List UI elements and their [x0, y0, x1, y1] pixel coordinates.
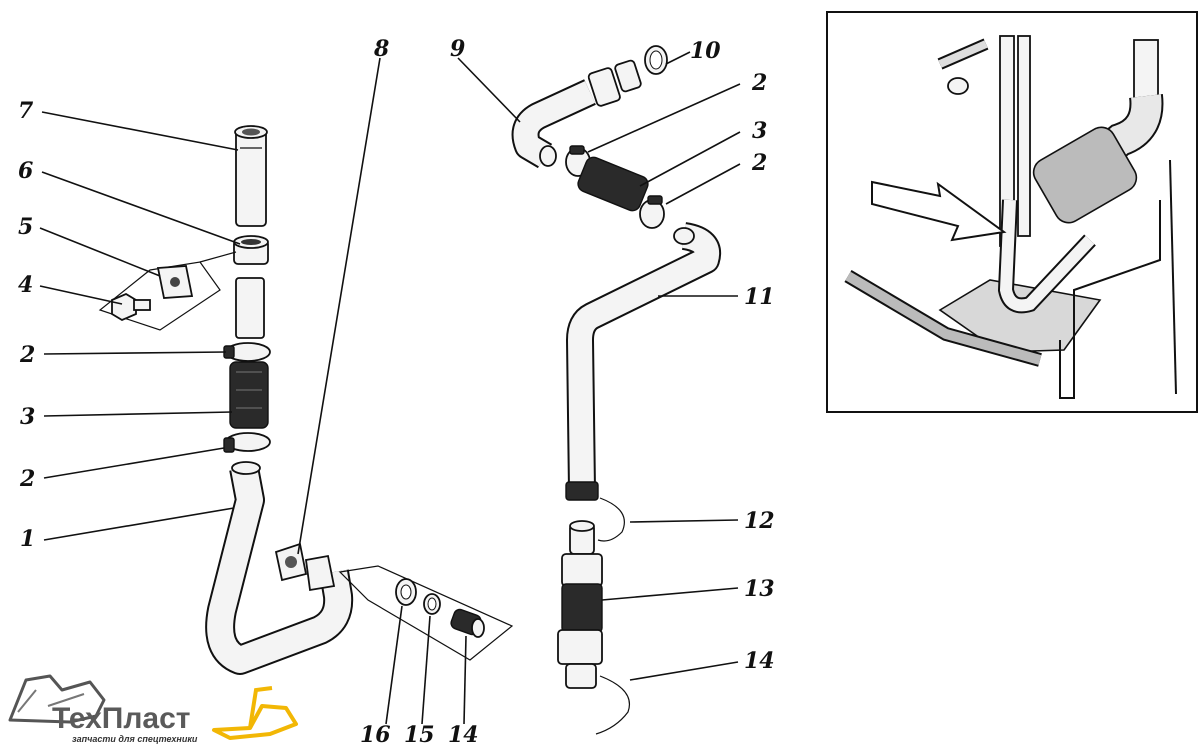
callout-16: 16: [360, 722, 391, 748]
part-4-bolt: [111, 292, 151, 322]
part-10-ring: [644, 45, 668, 75]
callout-2-right-upper: 2: [751, 70, 767, 96]
callout-8: 8: [373, 36, 389, 62]
callout-1: 1: [20, 526, 35, 552]
callout-3-left: 3: [20, 404, 35, 430]
part-13-hose: [557, 520, 603, 689]
callout-14-right: 14: [744, 648, 775, 674]
excavator-icon: [8, 674, 106, 724]
part-3-hose: [229, 361, 269, 429]
callout-13: 13: [744, 576, 775, 602]
callout-6: 6: [18, 158, 33, 184]
part-6-sleeve: [233, 235, 269, 265]
callout-2-left-lower: 2: [19, 466, 35, 492]
part-2-clamp-right-lower: [639, 195, 665, 229]
callout-2-right-lower: 2: [751, 150, 767, 176]
part-14-fitting: [450, 608, 485, 638]
part-12-ring: [597, 497, 625, 542]
pointer-arrow-icon: [871, 180, 1007, 242]
part-16-ring: [395, 578, 417, 606]
inset-detail: [826, 11, 1198, 413]
part-11-pipe: [565, 222, 721, 501]
part-2-clamp-lower: [223, 432, 271, 453]
part-5-plate: [156, 265, 194, 299]
callout-14-bottom: 14: [448, 722, 479, 748]
brand-tagline: запчасти для спецтехники: [72, 734, 198, 744]
callout-15: 15: [404, 722, 435, 748]
callout-5: 5: [18, 214, 33, 240]
part-14-ring: [595, 675, 630, 735]
callout-labels: 7 6 5 4 2 3 2 1 8 9 10 2 3 2 11 12 13 14…: [18, 36, 775, 748]
loader-bucket-icon: [212, 704, 298, 740]
callout-10: 10: [690, 38, 721, 64]
callout-12: 12: [744, 508, 775, 534]
callout-9: 9: [450, 36, 465, 62]
part-3-hose-right: [577, 156, 649, 212]
leader-lines: [39, 51, 741, 725]
part-2-clamp-upper: [223, 342, 271, 362]
part-15-ring: [423, 593, 441, 615]
callout-11: 11: [744, 284, 775, 310]
left-assembly: [98, 125, 514, 675]
callout-7: 7: [18, 98, 34, 124]
part-8-gasket: [274, 542, 308, 582]
callout-3-right: 3: [752, 118, 767, 144]
callout-2-left-upper: 2: [19, 342, 35, 368]
part-7-pipe: [234, 125, 268, 227]
callout-4: 4: [18, 272, 33, 298]
part-9-pipe: [511, 59, 642, 169]
brand-logo: ТехПласт запчасти для спецтехники: [8, 674, 298, 744]
part-1-bent-pipe: [205, 461, 354, 675]
right-assembly: [511, 45, 721, 735]
brand-name: ТехПласт: [52, 702, 191, 735]
